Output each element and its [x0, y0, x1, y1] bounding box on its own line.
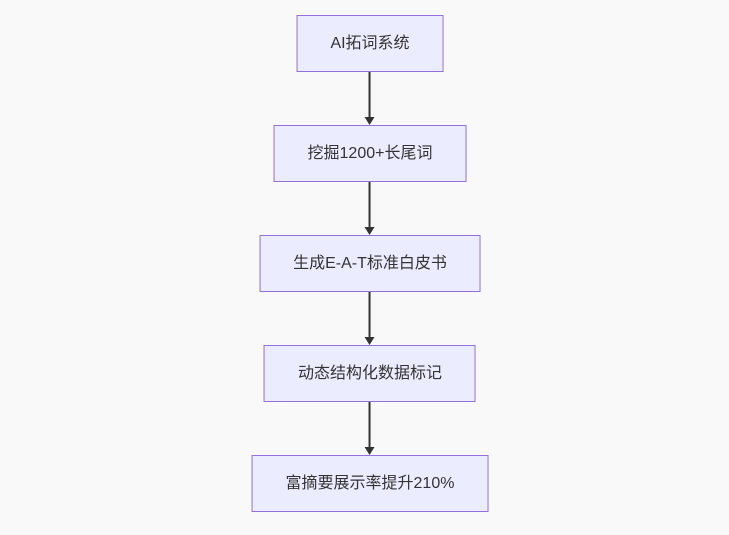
flowchart: AI拓词系统 挖掘1200+长尾词 生成E-A-T标准白皮书 动态结构化数据标记…	[251, 15, 489, 512]
flow-arrow-1-2	[365, 72, 375, 125]
flow-node-2-label: 挖掘1200+长尾词	[307, 145, 433, 162]
arrowhead-down-icon	[365, 117, 375, 125]
flow-arrow-2-3	[365, 182, 375, 235]
flow-node-4: 动态结构化数据标记	[263, 345, 476, 402]
arrowhead-down-icon	[365, 337, 375, 345]
flow-node-3: 生成E-A-T标准白皮书	[259, 235, 481, 292]
flow-node-1-label: AI拓词系统	[330, 35, 410, 52]
flow-arrow-4-5	[365, 402, 375, 455]
flow-arrow-3-4	[365, 292, 375, 345]
arrow-line	[369, 72, 371, 118]
arrowhead-down-icon	[365, 447, 375, 455]
arrow-line	[369, 182, 371, 228]
flow-node-3-label: 生成E-A-T标准白皮书	[293, 255, 447, 272]
flow-node-1: AI拓词系统	[296, 15, 444, 72]
arrowhead-down-icon	[365, 227, 375, 235]
arrow-line	[369, 292, 371, 338]
flow-node-5-label: 富摘要展示率提升210%	[285, 475, 455, 492]
flow-node-2: 挖掘1200+长尾词	[273, 125, 467, 182]
flow-node-5: 富摘要展示率提升210%	[251, 455, 489, 512]
flow-node-4-label: 动态结构化数据标记	[297, 365, 442, 382]
arrow-line	[369, 402, 371, 448]
